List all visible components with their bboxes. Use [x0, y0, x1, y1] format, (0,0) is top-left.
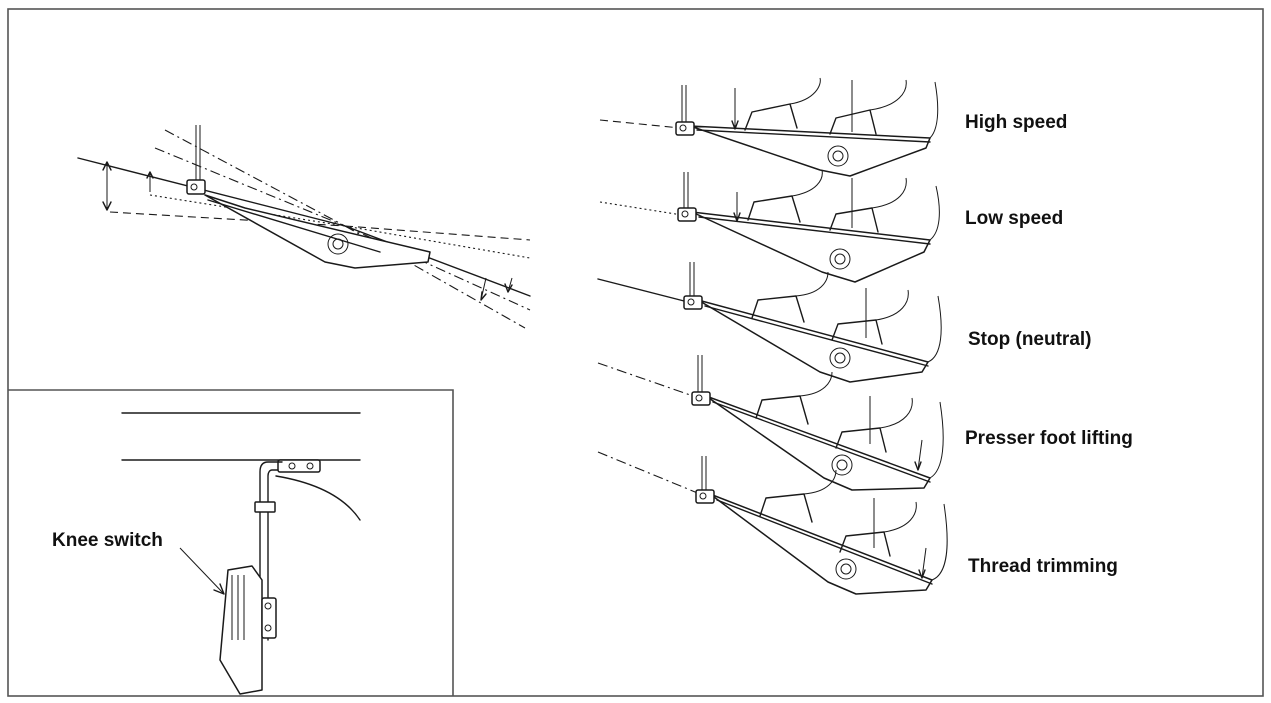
label-knee-switch: Knee switch	[52, 530, 163, 551]
pedal-high-speed	[599, 77, 939, 177]
label-thread-trimming: Thread trimming	[968, 556, 1118, 577]
figure-frame	[7, 8, 1264, 697]
pedal-stop-neutral	[597, 262, 942, 383]
label-presser-foot-lifting: Presser foot lifting	[965, 428, 1133, 449]
label-high-speed: High speed	[965, 112, 1067, 133]
pedal-thread-trimming	[597, 451, 948, 595]
pedal-swing-diagram	[77, 125, 531, 329]
pedal-low-speed	[599, 169, 940, 283]
label-low-speed: Low speed	[965, 208, 1063, 229]
inset-frame	[8, 389, 454, 696]
pedal-presser-foot-lifting	[597, 355, 944, 491]
label-stop-neutral: Stop (neutral)	[968, 329, 1092, 350]
knee-switch-illustration	[121, 412, 361, 695]
